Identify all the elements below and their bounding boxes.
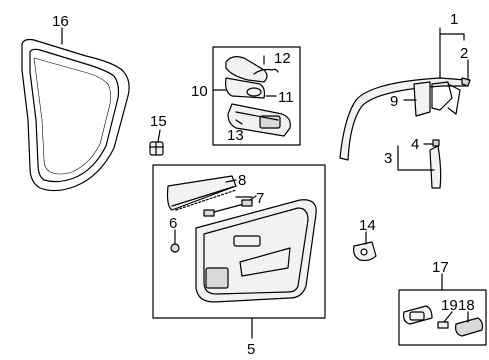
- callout-4: 4: [411, 136, 419, 153]
- callout-14: 14: [359, 217, 376, 234]
- part-12-cover: [225, 56, 279, 83]
- callout-18: 18: [458, 297, 475, 314]
- part-8-armrest: [166, 175, 237, 211]
- part-11-bezel: [225, 77, 266, 99]
- callout-3: 3: [384, 150, 392, 167]
- callout-5: 5: [247, 341, 255, 358]
- callout-1: 1: [450, 11, 458, 28]
- part-16-weatherstrip: [21, 38, 130, 192]
- part-9-run-channel: [413, 81, 461, 117]
- part-18-lens: [455, 317, 484, 337]
- part-17-socket: [403, 305, 433, 325]
- callout-12: 12: [274, 50, 291, 67]
- callouts: 16 15 10 12 11 13 1 2 9 4 3 8 7 6 5 14 1…: [52, 11, 475, 358]
- part-13-switch-panel: [227, 103, 291, 137]
- callout-8: 8: [238, 172, 246, 189]
- part-4-clip: [432, 139, 440, 147]
- callout-15: 15: [150, 113, 167, 130]
- callout-2: 2: [460, 45, 468, 62]
- callout-19: 19: [441, 297, 458, 314]
- box-switch-assembly: [212, 46, 301, 146]
- callout-6: 6: [169, 215, 177, 232]
- part-2-clip: [461, 77, 471, 87]
- callout-11: 11: [278, 89, 294, 106]
- callout-13: 13: [227, 127, 244, 144]
- part-5-trim-panel: [195, 199, 317, 303]
- part-15-clip: [149, 141, 164, 156]
- part-14-clip: [353, 241, 377, 262]
- part-3-pillar-garnish: [429, 145, 442, 189]
- part-6-clip: [170, 243, 180, 253]
- part-1-frame-molding: [339, 77, 467, 161]
- part-19-bulb: [437, 321, 449, 329]
- part-7-harness: [203, 195, 257, 217]
- callout-10: 10: [191, 83, 208, 100]
- callout-17: 17: [432, 259, 449, 276]
- leader-lines: [61, 27, 469, 339]
- callout-9: 9: [390, 93, 398, 110]
- box-door-trim: [152, 164, 326, 319]
- callout-16: 16: [52, 13, 69, 30]
- callout-7: 7: [256, 190, 264, 207]
